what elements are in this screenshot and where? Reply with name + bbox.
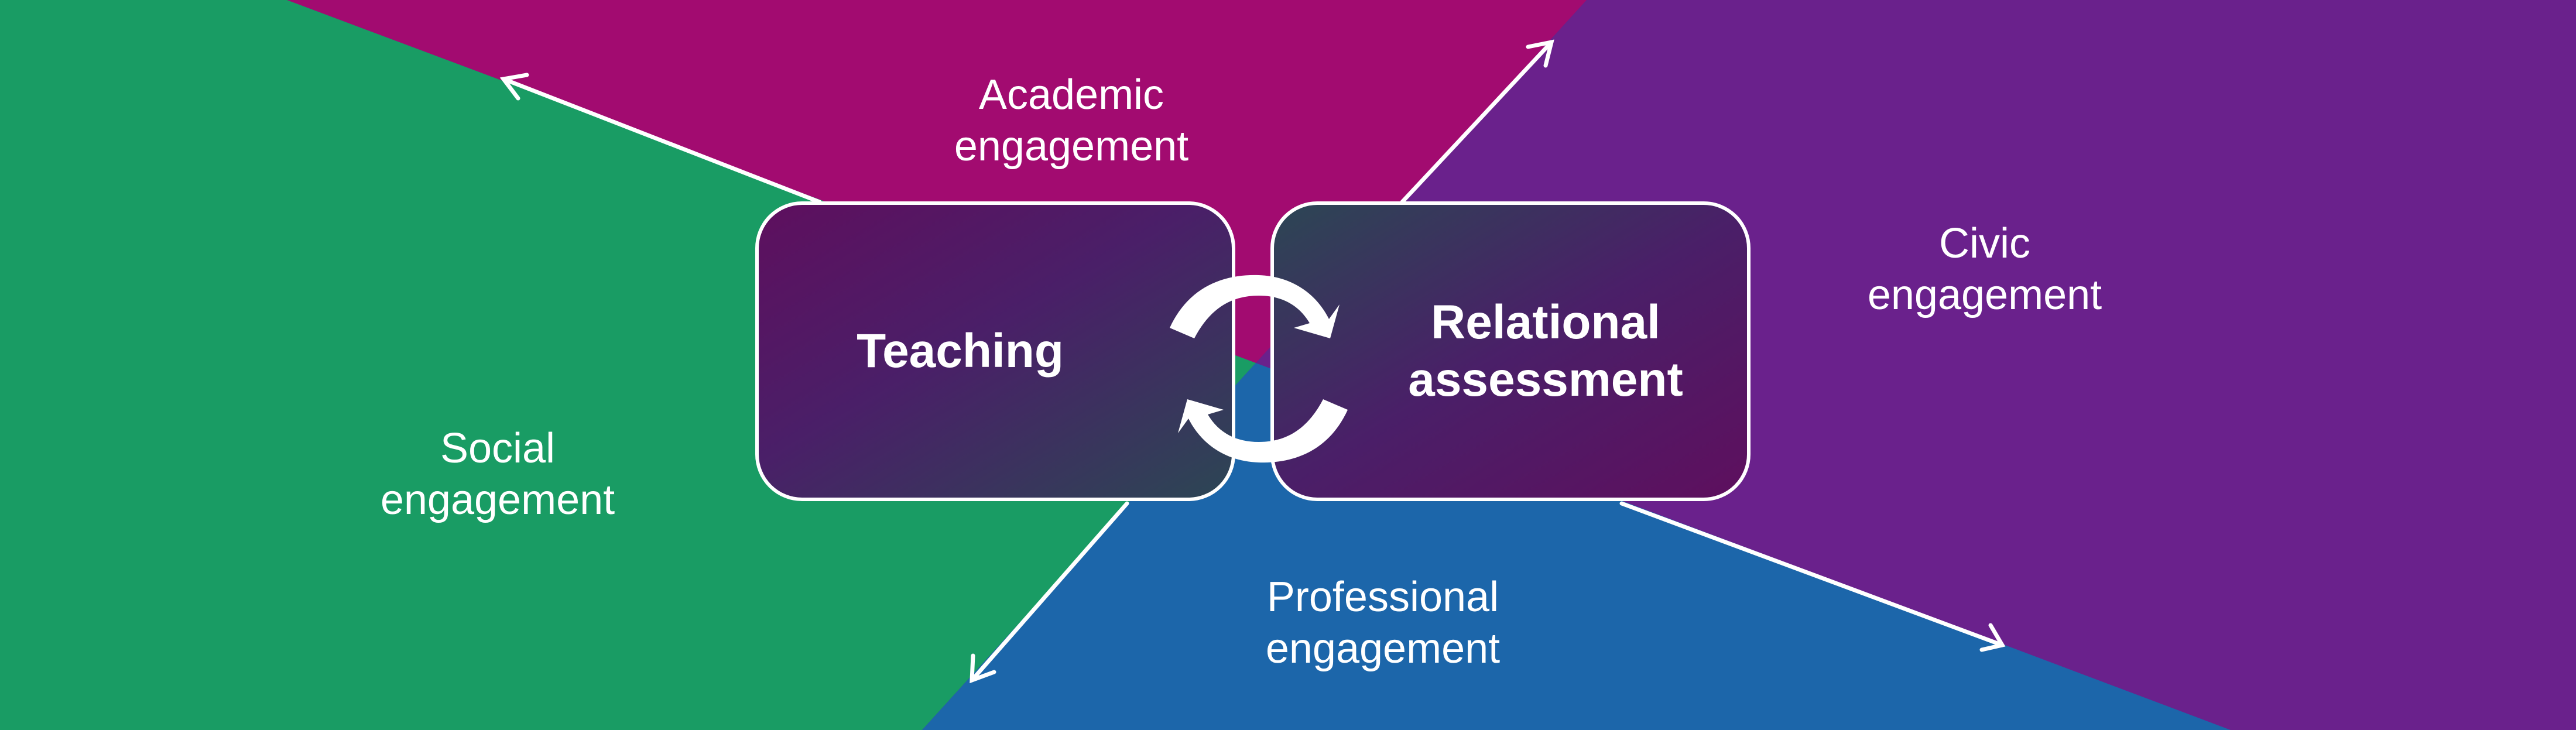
assessment-line: assessment bbox=[1408, 353, 1683, 406]
arrowhead-professional-icon bbox=[970, 653, 996, 684]
social-line2: engagement bbox=[380, 477, 615, 523]
professional-engagement-label: Professional engagement bbox=[1266, 571, 1500, 674]
civic-region bbox=[1256, 0, 2576, 730]
professional-line2: engagement bbox=[1265, 625, 1501, 672]
civic-line2: engagement bbox=[1867, 272, 2102, 318]
arrow-to-academic bbox=[1400, 40, 1554, 204]
arrowhead-civic-icon bbox=[1979, 623, 2006, 652]
arrowhead-academic-icon bbox=[1526, 39, 1554, 68]
teaching-box: Teaching bbox=[755, 201, 1235, 501]
arrow-to-civic bbox=[1619, 501, 2005, 647]
academic-region bbox=[287, 0, 1587, 363]
professional-line1: Professional bbox=[1266, 574, 1499, 621]
arrowhead-social-icon bbox=[499, 73, 529, 101]
relational-assessment-label: Relational assessment bbox=[1408, 294, 1683, 409]
relational-assessment-box: Relational assessment bbox=[1270, 201, 1751, 501]
social-engagement-label: Social engagement bbox=[381, 423, 615, 526]
academic-engagement-label: Academic engagement bbox=[954, 69, 1188, 172]
social-line1: Social bbox=[440, 425, 556, 472]
refresh-cycle-icon bbox=[1170, 275, 1348, 463]
arrow-to-professional bbox=[970, 501, 1129, 683]
civic-line1: Civic bbox=[1938, 220, 2030, 267]
social-region bbox=[0, 0, 1256, 730]
relational-line: Relational bbox=[1431, 296, 1660, 349]
arrow-to-social bbox=[501, 77, 822, 204]
teaching-label: Teaching bbox=[857, 324, 1064, 378]
academic-line2: engagement bbox=[954, 123, 1189, 170]
academic-line1: Academic bbox=[978, 71, 1164, 118]
civic-engagement-label: Civic engagement bbox=[1868, 218, 2102, 321]
